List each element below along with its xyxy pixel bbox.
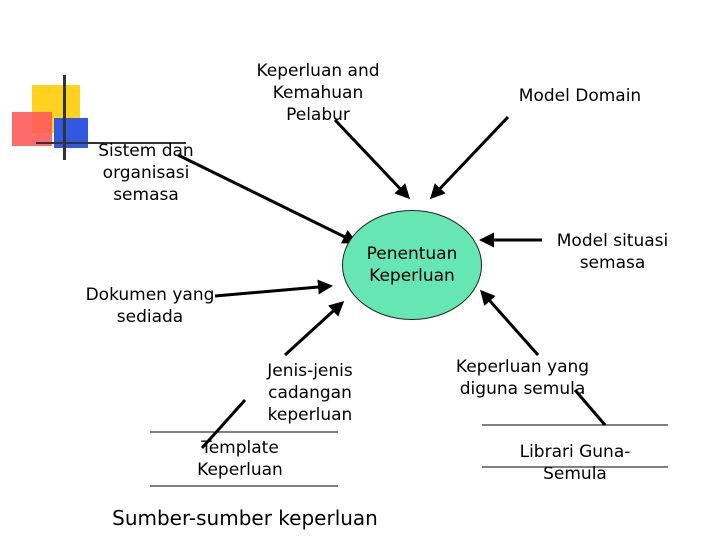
center-node <box>342 210 482 320</box>
label-center: Penentuan Keperluan <box>366 244 458 286</box>
arrow-keperluan-guna <box>480 289 540 356</box>
label-model-situasi: Model situasi semasa <box>556 231 669 273</box>
logo-horizontal-line <box>36 142 186 144</box>
label-sumber: Sumber-sumber keperluan <box>112 506 378 530</box>
arrow-model-domain <box>429 115 510 200</box>
arrow-dokumen <box>214 279 333 298</box>
logo-red-square <box>12 112 52 146</box>
label-dokumen: Dokumen yang sediada <box>85 285 215 327</box>
label-model-domain: Model Domain <box>518 86 642 106</box>
arrow-sistem <box>177 153 358 244</box>
label-keperluan-guna: Keperluan yang diguna semula <box>455 357 590 399</box>
arrow-keperluan-kemahuan <box>333 118 411 200</box>
label-sistem: Sistem dan organisasi semasa <box>98 141 194 205</box>
label-jenis: Jenis-jenis cadangan keperluan <box>267 361 353 425</box>
arrow-jenis <box>283 300 345 357</box>
line-librari <box>573 389 607 426</box>
line-template <box>200 398 247 450</box>
label-keperluan-kemahuan: Keperluan and Kemahuan Pelabur <box>256 61 380 125</box>
logo-vertical-line <box>63 75 66 160</box>
label-template: Template Keperluan <box>197 438 283 480</box>
label-librari: Librari Guna- Semula <box>519 442 631 484</box>
